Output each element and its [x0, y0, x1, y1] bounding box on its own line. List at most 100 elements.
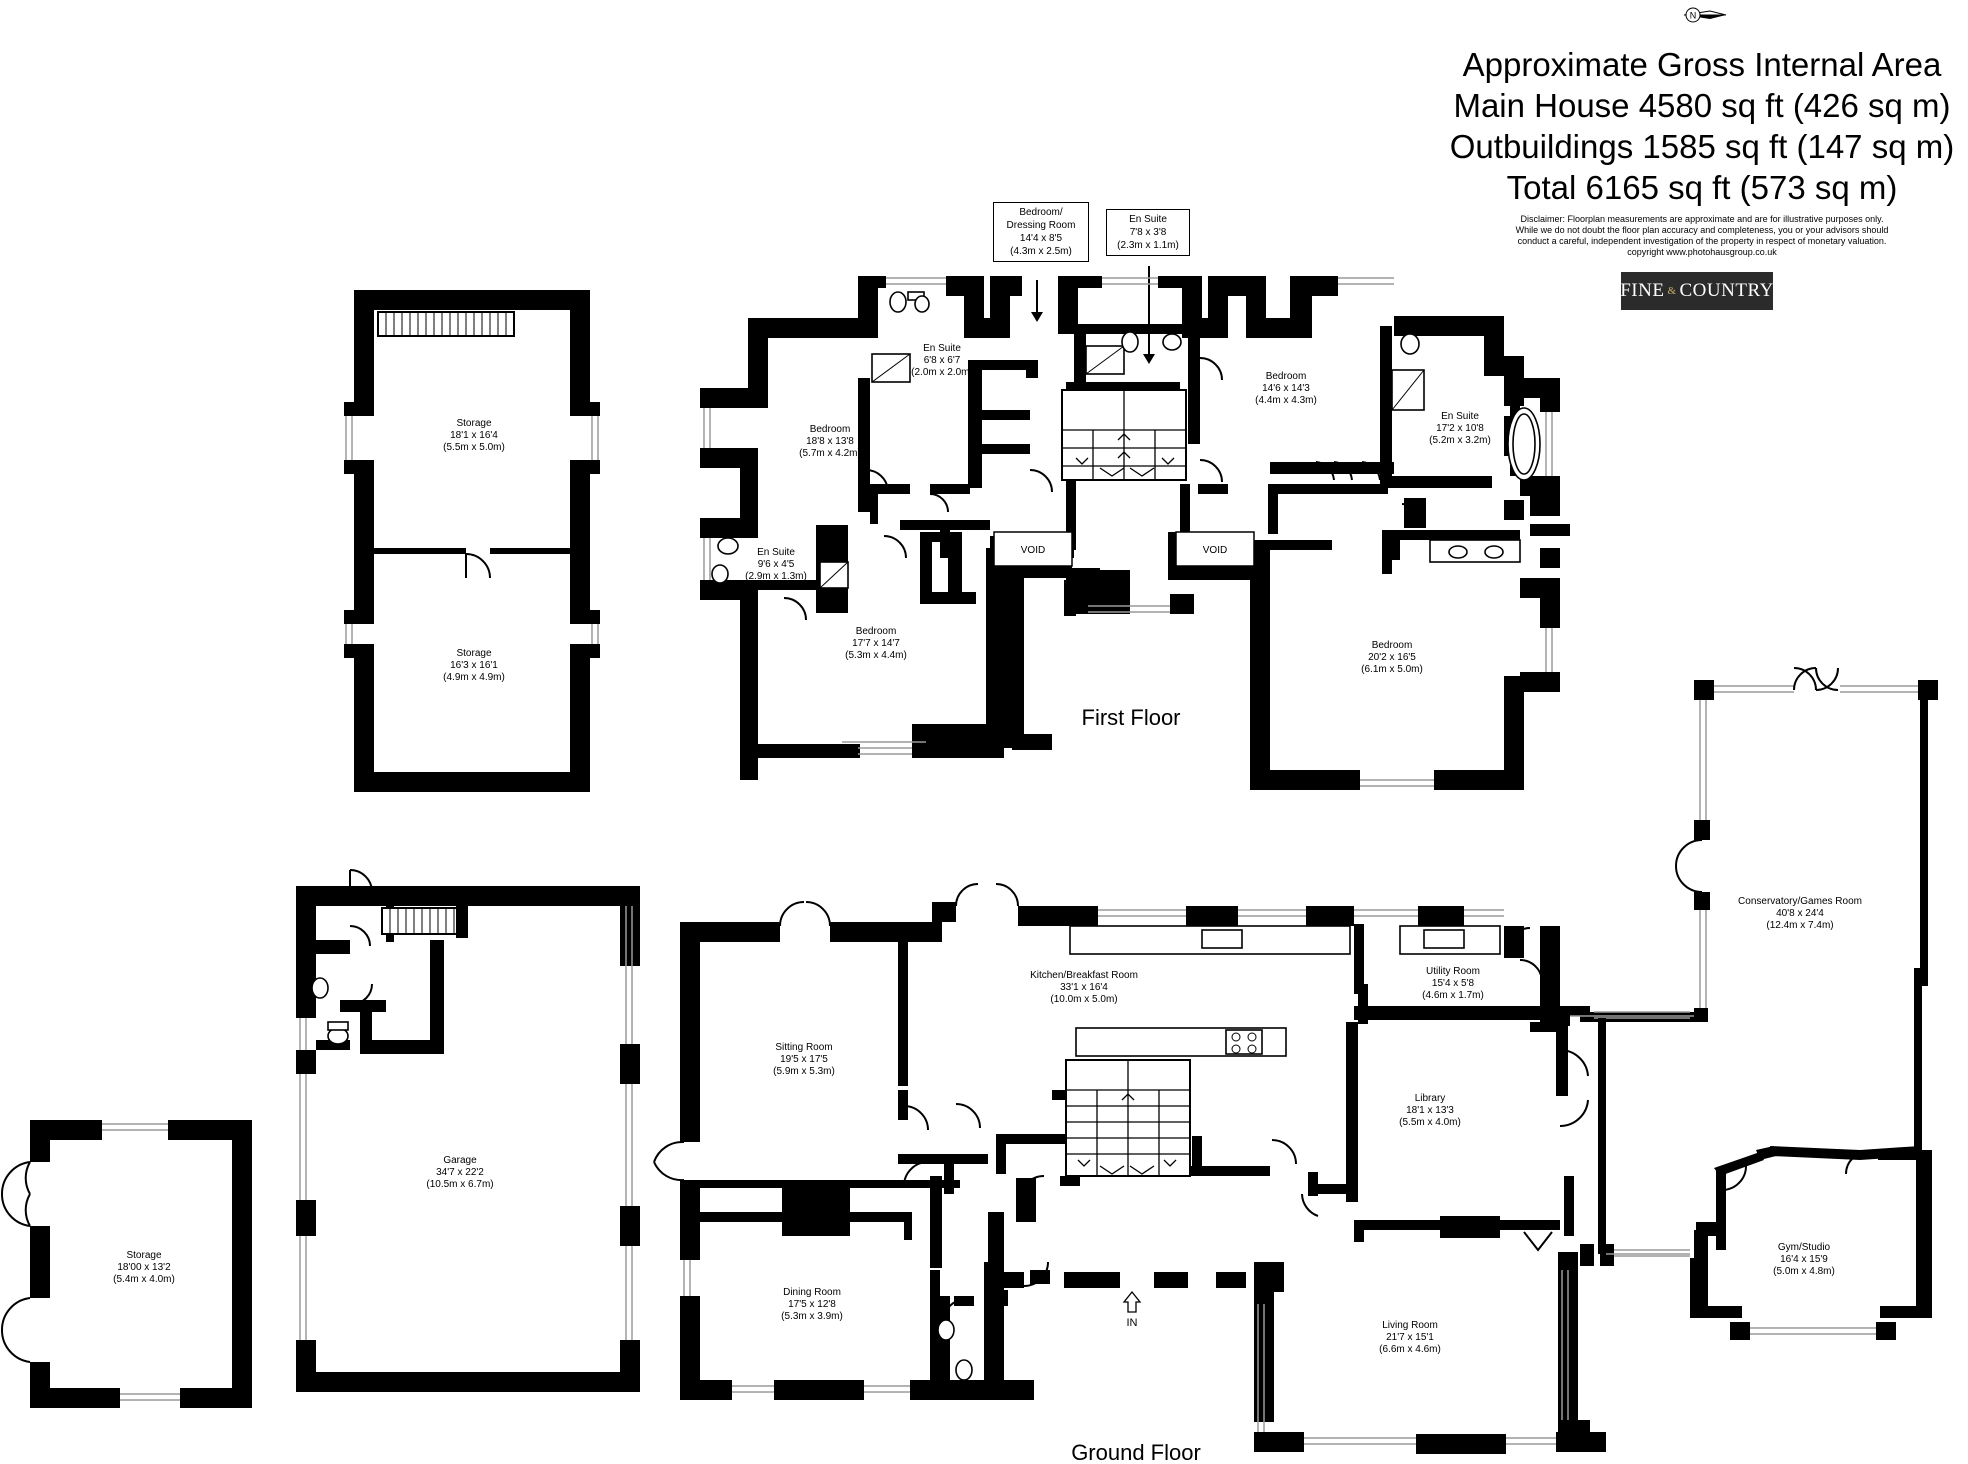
room-name: Utility Room [1426, 966, 1480, 977]
room-name: Storage [456, 648, 491, 659]
conservatory-walls [1580, 680, 1938, 1340]
room-dim: (5.9m x 5.3m) [773, 1066, 835, 1077]
detached-storage-doors [0, 1161, 31, 1363]
garage-fixtures [311, 869, 373, 1045]
room-name: Gym/Studio [1778, 1242, 1831, 1253]
room-name: Living Room [1382, 1320, 1438, 1331]
room-dim: 18'8 x 13'8 [806, 436, 854, 447]
kitchen-units [1069, 925, 1501, 1057]
room-dim: (2.9m x 1.3m) [745, 571, 807, 582]
area-summary: Approximate Gross Internal Area Main Hou… [1442, 44, 1962, 258]
room-name: Storage [126, 1250, 161, 1261]
first-floor-fixtures [711, 291, 1541, 589]
room-ensuite-1: En Suite 6'8 x 6'7 (2.0m x 2.0m) [911, 343, 973, 378]
area-outbuildings: Outbuildings 1585 sq ft (147 sq m) [1449, 128, 1955, 165]
room-dim: 9'6 x 4'5 [758, 559, 795, 570]
room-dim: 40'8 x 24'4 [1776, 908, 1824, 919]
callout-name: En Suite [1129, 214, 1167, 225]
ground-floor-windows [683, 909, 1694, 1445]
logo-text-left: FINE [1620, 280, 1665, 301]
room-dim: (5.3m x 3.9m) [781, 1311, 843, 1322]
disclaimer-line: copyright www.photohausgroup.co.uk [1627, 247, 1777, 257]
room-dim: 16'4 x 15'9 [1780, 1254, 1828, 1265]
conservatory-windows [1594, 685, 1918, 1335]
garage-walls [296, 886, 640, 1392]
room-dim: 6'8 x 6'7 [924, 355, 961, 366]
conservatory-doors [1675, 667, 1869, 1191]
room-bedroom-2: Bedroom 17'7 x 14'7 (5.3m x 4.4m) [845, 626, 907, 661]
room-name: En Suite [1441, 411, 1479, 422]
room-name: Conservatory/Games Room [1738, 896, 1862, 907]
area-main-house: Main House 4580 sq ft (426 sq m) [1453, 87, 1951, 124]
room-dim: (4.4m x 4.3m) [1255, 395, 1317, 406]
ground-floor-doors [653, 883, 1589, 1321]
disclaimer-line: Disclaimer: Floorplan measurements are a… [1520, 214, 1884, 224]
room-dim: 17'5 x 12'8 [788, 1299, 836, 1310]
callout-name: Dressing Room [1006, 220, 1076, 231]
room-name: Bedroom [856, 626, 897, 637]
brand-logo: FINE & COUNTRY [1620, 272, 1774, 310]
area-title: Approximate Gross Internal Area [1462, 46, 1942, 83]
room-dim: 19'5 x 17'5 [780, 1054, 828, 1065]
room-dim: (5.5m x 5.0m) [443, 442, 505, 453]
floor-label-ground: Ground Floor [1071, 1440, 1201, 1464]
room-dim: 18'00 x 13'2 [117, 1262, 171, 1273]
room-dim: (5.3m x 4.4m) [845, 650, 907, 661]
disclaimer-line: conduct a careful, independent investiga… [1517, 236, 1887, 246]
callout-name: Bedroom/ [1019, 207, 1063, 218]
callout-dim: (2.3m x 1.1m) [1117, 240, 1179, 251]
room-name: Bedroom [1372, 640, 1413, 651]
floor-label-first: First Floor [1082, 705, 1181, 730]
void-label: VOID [1203, 545, 1227, 556]
detached-storage-walls [30, 1120, 252, 1408]
first-floor-stairs-icon [1061, 389, 1187, 481]
room-name: Kitchen/Breakfast Room [1030, 970, 1138, 981]
disclaimer-line: While we do not doubt the floor plan acc… [1515, 225, 1889, 235]
room-dining: Dining Room 17'5 x 12'8 (5.3m x 3.9m) [781, 1287, 843, 1322]
room-storage-lower: Storage 16'3 x 16'1 (4.9m x 4.9m) [443, 648, 505, 683]
compass-label: N [1690, 11, 1697, 21]
room-dim: (6.1m x 5.0m) [1361, 664, 1423, 675]
gym-walls [1696, 1146, 1920, 1250]
area-total: Total 6165 sq ft (573 sq m) [1506, 169, 1898, 206]
room-dim: 21'7 x 15'1 [1386, 1332, 1434, 1343]
room-living: Living Room 21'7 x 15'1 (6.6m x 4.6m) [1379, 1320, 1441, 1355]
callout-dim: 14'4 x 8'5 [1019, 233, 1063, 244]
room-dim: (5.5m x 4.0m) [1399, 1117, 1461, 1128]
ground-floor-walls [680, 902, 1606, 1454]
ground-floor-stairs-icon [1065, 1059, 1191, 1177]
logo-amp: & [1667, 285, 1677, 297]
callout-dressing-room: Bedroom/ Dressing Room 14'4 x 8'5 (4.3m … [993, 202, 1089, 262]
room-dim: (5.0m x 4.8m) [1773, 1266, 1835, 1277]
first-floor-windows [703, 277, 1553, 787]
storage-outbuilding-walls [344, 290, 600, 792]
garage-stairs-icon [381, 906, 468, 938]
logo-text-right: COUNTRY [1679, 280, 1774, 301]
room-kitchen: Kitchen/Breakfast Room 33'1 x 16'4 (10.0… [1030, 970, 1138, 1005]
room-sitting: Sitting Room 19'5 x 17'5 (5.9m x 5.3m) [773, 1042, 835, 1077]
room-dim: 34'7 x 22'2 [436, 1167, 484, 1178]
storage-stairs-icon [377, 311, 515, 337]
storage-door-icon [465, 553, 491, 579]
callout-dim: (4.3m x 2.5m) [1010, 246, 1072, 257]
room-name: Bedroom [1266, 371, 1307, 382]
room-dim: (5.7m x 4.2m) [799, 448, 861, 459]
callout-ensuite: En Suite 7'8 x 3'8 (2.3m x 1.1m) [1106, 209, 1190, 256]
room-bedroom-1: Bedroom 18'8 x 13'8 (5.7m x 4.2m) [799, 424, 861, 459]
garage-windows [299, 906, 633, 1340]
callout-arrows [1031, 266, 1155, 364]
room-ensuite-3: En Suite 17'2 x 10'8 (5.2m x 3.2m) [1429, 411, 1491, 446]
void-label: VOID [1021, 545, 1045, 556]
room-name: Garage [443, 1155, 477, 1166]
callout-dim: 7'8 x 3'8 [1129, 227, 1167, 238]
room-dim: 17'7 x 14'7 [852, 638, 900, 649]
entrance-label: IN [1127, 1317, 1138, 1329]
room-dim: 33'1 x 16'4 [1060, 982, 1108, 993]
room-name: Sitting Room [775, 1042, 832, 1053]
ground-floor-fixtures [782, 1180, 1500, 1381]
room-library: Library 18'1 x 13'3 (5.5m x 4.0m) [1399, 1093, 1461, 1128]
room-dim: 14'6 x 14'3 [1262, 383, 1310, 394]
room-garage: Garage 34'7 x 22'2 (10.5m x 6.7m) [426, 1155, 493, 1190]
room-name: Storage [456, 418, 491, 429]
